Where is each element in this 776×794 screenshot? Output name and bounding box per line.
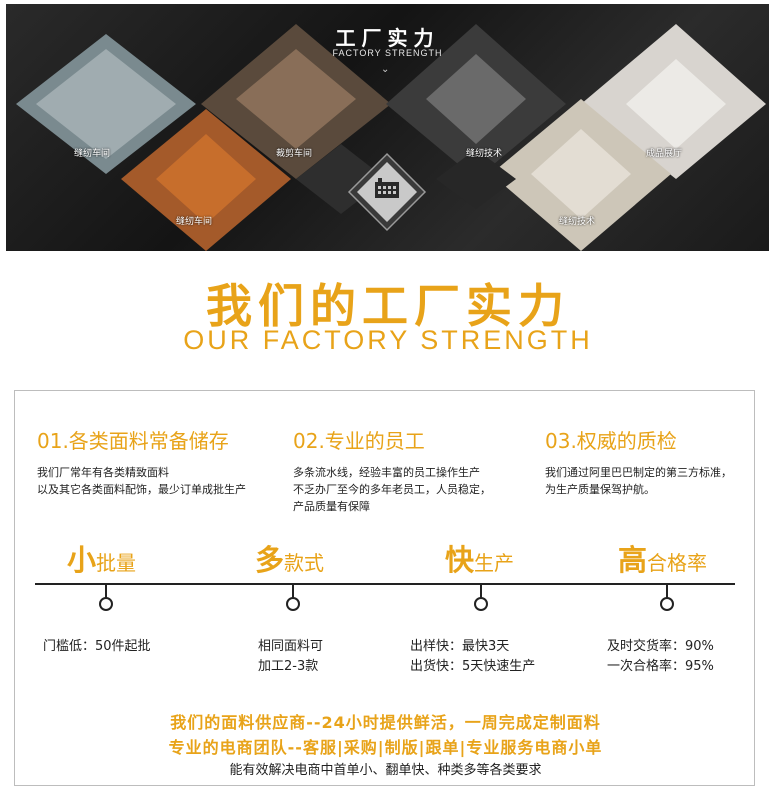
point-heading-small: 批量	[96, 551, 137, 575]
point-heading-big: 小	[67, 543, 97, 577]
page-title: 我们的工厂实力	[206, 279, 570, 333]
point-description: 门槛低：50件起批	[43, 639, 151, 654]
timeline-stem	[480, 584, 482, 598]
point-description: 及时交货率：90% 一次合格率：95%	[607, 639, 714, 674]
highlight-supplier: 我们的面料供应商--24小时提供鲜活，一周完成定制面料	[170, 713, 601, 732]
photo-label: 缝纫车间	[176, 217, 213, 227]
feature-quality-inspection: 03.权威的质检 我们通过阿里巴巴制定的第三方标准， 为生产质量保驾护航。	[545, 425, 732, 498]
timeline-line	[35, 583, 735, 585]
point-heading-small: 款式	[284, 551, 325, 575]
point-heading-big: 多	[255, 543, 285, 577]
chevron-down-icon: ⌄	[381, 64, 390, 75]
timeline-node	[99, 597, 113, 611]
banner-photo-collage	[16, 24, 766, 251]
feature-title: 03.权威的质检	[545, 429, 677, 453]
timeline-node	[660, 597, 674, 611]
point-description: 相同面料可 加工2-3款	[258, 639, 324, 674]
photo-label: 缝纫技术	[559, 217, 596, 227]
factory-strength-panel: 01.各类面料常备储存 我们厂常年有各类精致面料 以及其它各类面料配饰，最少订单…	[14, 390, 755, 786]
factory-building-icon	[375, 178, 399, 198]
photo-label: 成品展厅	[646, 149, 683, 159]
feature-title: 02.专业的员工	[293, 429, 425, 453]
highlight-ecommerce-team: 专业的电商团队--客服|采购|制版|跟单|专业服务电商小单	[168, 738, 603, 757]
point-heading-small: 生产	[474, 551, 515, 575]
point-description: 出样快：最快3天 出货快：5天快速生产	[410, 639, 536, 674]
feature-professional-staff: 02.专业的员工 多条流水线，经验丰富的员工操作生产 不乏办厂至今的多年老员工，…	[293, 425, 491, 515]
banner-title: 工厂实力	[335, 26, 440, 50]
feature-description: 我们厂常年有各类精致面料 以及其它各类面料配饰，最少订单成批生产	[37, 466, 246, 496]
feature-description: 多条流水线，经验丰富的员工操作生产 不乏办厂至今的多年老员工，人员稳定， 产品质…	[293, 466, 491, 513]
footer-note: 能有效解决电商中首单小、翻单快、种类多等各类要求	[229, 763, 542, 778]
point-heading-fast-production: 快生产	[445, 537, 514, 579]
point-heading-big: 快	[445, 543, 475, 577]
point-heading-multi-style: 多款式	[255, 537, 324, 579]
page-title-english: OUR FACTORY STRENGTH	[183, 325, 593, 355]
point-heading-high-pass-rate: 高合格率	[618, 537, 707, 579]
photo-label: 缝纫车间	[74, 149, 111, 159]
point-heading-small-batch: 小批量	[67, 537, 136, 579]
timeline-stem	[105, 584, 107, 598]
factory-banner: 工厂实力 FACTORY STRENGTH ⌄ 缝纫车间 裁剪车间 缝纫技术 成…	[6, 4, 769, 251]
photo-label: 缝纫技术	[466, 149, 503, 159]
banner-subtitle: FACTORY STRENGTH	[332, 48, 443, 58]
photo-label: 裁剪车间	[276, 149, 313, 159]
feature-fabric-storage: 01.各类面料常备储存 我们厂常年有各类精致面料 以及其它各类面料配饰，最少订单…	[37, 425, 246, 498]
feature-description: 我们通过阿里巴巴制定的第三方标准， 为生产质量保驾护航。	[545, 466, 732, 496]
timeline-stem	[666, 584, 668, 598]
timeline-stem	[292, 584, 294, 598]
point-heading-big: 高	[618, 543, 648, 577]
feature-title: 01.各类面料常备储存	[37, 429, 229, 453]
point-heading-small: 合格率	[647, 551, 708, 575]
timeline-node	[286, 597, 300, 611]
timeline-node	[474, 597, 488, 611]
